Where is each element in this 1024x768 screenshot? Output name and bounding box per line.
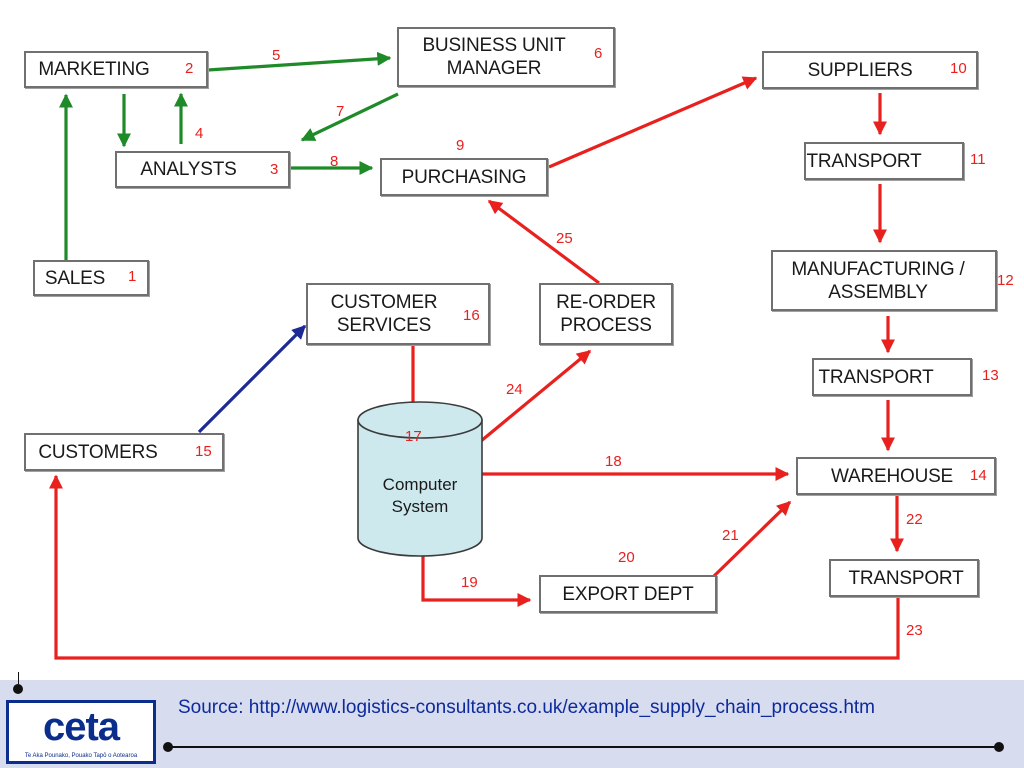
footer-dot-icon bbox=[13, 684, 23, 694]
node-custsvc: CUSTOMER SERVICES bbox=[306, 283, 490, 345]
node-label-manufacturing: MANUFACTURING / ASSEMBLY bbox=[791, 258, 965, 303]
node-label-marketing: MARKETING bbox=[38, 59, 150, 80]
rule-start-dot-icon bbox=[163, 742, 173, 752]
node-number-suppliers: 10 bbox=[950, 60, 967, 77]
logo-text: ceta bbox=[42, 705, 120, 749]
node-number-customers: 15 bbox=[195, 443, 212, 460]
node-analysts: ANALYSTS bbox=[115, 151, 290, 188]
node-purchasing: PURCHASING bbox=[380, 158, 548, 196]
node-label-customers: CUSTOMERS bbox=[38, 441, 158, 463]
edge-marketing-to-bum bbox=[207, 51, 392, 72]
node-transport22: TRANSPORT bbox=[829, 559, 979, 597]
edge-number-5: 5 bbox=[272, 47, 281, 64]
edge-bum-to-analysts bbox=[300, 92, 399, 142]
edge-number-21: 21 bbox=[722, 527, 739, 544]
node-label-custsvc: CUSTOMER SERVICES bbox=[330, 292, 438, 336]
node-number-transport11: 11 bbox=[970, 151, 986, 168]
node-number-purchasing: 9 bbox=[456, 137, 465, 154]
node-export: EXPORT DEPT bbox=[539, 575, 717, 613]
node-number-manufacturing: 12 bbox=[997, 272, 1014, 289]
node-reorder: RE-ORDER PROCESS bbox=[539, 283, 673, 345]
edge-number-18: 18 bbox=[605, 453, 622, 470]
node-transport13: TRANSPORT bbox=[812, 358, 972, 396]
edge-customers-to-custsvc bbox=[197, 324, 307, 434]
node-marketing: MARKETING bbox=[24, 51, 208, 88]
node-number-marketing: 2 bbox=[185, 60, 194, 77]
footer-rule bbox=[166, 746, 1000, 748]
edge-number-22: 22 bbox=[906, 511, 923, 528]
edge-export-to-warehouse bbox=[710, 500, 792, 580]
rule-end-dot-icon bbox=[994, 742, 1004, 752]
edge-number-19: 19 bbox=[461, 574, 478, 591]
node-customers: CUSTOMERS bbox=[24, 433, 224, 471]
node-number-export: 20 bbox=[618, 549, 635, 566]
node-number-custsvc: 16 bbox=[463, 307, 480, 324]
node-bum: BUSINESS UNIT MANAGER bbox=[397, 27, 615, 87]
node-number-computer: 17 bbox=[405, 428, 422, 445]
node-label-suppliers: SUPPLIERS bbox=[807, 59, 913, 81]
edge-reorder-to-purchasing bbox=[487, 199, 600, 285]
computer-system-cylinder bbox=[357, 419, 483, 557]
logo-tagline: Te Aka Pounako, Pouako Tapō o Aotearoa bbox=[24, 753, 138, 759]
node-manufacturing: MANUFACTURING / ASSEMBLY bbox=[771, 250, 997, 311]
edge-number-23: 23 bbox=[906, 622, 923, 639]
edge-number-8: 8 bbox=[330, 153, 339, 170]
node-label-transport13: TRANSPORT bbox=[818, 366, 934, 388]
node-transport11: TRANSPORT bbox=[804, 142, 964, 180]
node-label-export: EXPORT DEPT bbox=[562, 583, 694, 605]
node-number-bum: 6 bbox=[594, 45, 603, 62]
edge-purchasing-to-suppliers bbox=[548, 76, 758, 169]
footer-band bbox=[0, 680, 1024, 768]
computer-system-cylinder-top bbox=[357, 401, 483, 439]
edge-number-7: 7 bbox=[336, 103, 345, 120]
node-warehouse: WAREHOUSE bbox=[796, 457, 996, 495]
footer-tick-line bbox=[18, 672, 19, 684]
node-sales: SALES bbox=[33, 260, 149, 296]
node-number-transport13: 13 bbox=[982, 367, 999, 384]
node-number-analysts: 3 bbox=[270, 161, 279, 178]
node-label-analysts: ANALYSTS bbox=[140, 159, 237, 180]
edge-computer-to-reorder bbox=[479, 349, 592, 443]
node-label-reorder: RE-ORDER PROCESS bbox=[556, 292, 656, 336]
node-label-bum: BUSINESS UNIT MANAGER bbox=[422, 35, 566, 79]
node-number-sales: 1 bbox=[128, 268, 137, 285]
node-label-sales: SALES bbox=[44, 267, 106, 289]
node-label-purchasing: PURCHASING bbox=[401, 166, 527, 188]
edge-number-25: 25 bbox=[556, 230, 573, 247]
node-label-transport11: TRANSPORT bbox=[806, 150, 922, 172]
ceta-logo: ceta Te Aka Pounako, Pouako Tapō o Aotea… bbox=[6, 700, 156, 764]
edge-number-4: 4 bbox=[195, 125, 204, 142]
edge-number-24: 24 bbox=[506, 381, 523, 398]
node-label-warehouse: WAREHOUSE bbox=[830, 465, 954, 487]
node-number-warehouse: 14 bbox=[970, 467, 987, 484]
source-citation: Source: http://www.logistics-consultants… bbox=[178, 697, 876, 718]
node-suppliers: SUPPLIERS bbox=[762, 51, 978, 89]
edge-transport22-to-customers bbox=[48, 474, 900, 660]
node-label-computer: Computer System bbox=[382, 475, 458, 516]
edge-computer-to-export bbox=[421, 556, 532, 608]
node-label-transport22: TRANSPORT bbox=[848, 567, 964, 589]
